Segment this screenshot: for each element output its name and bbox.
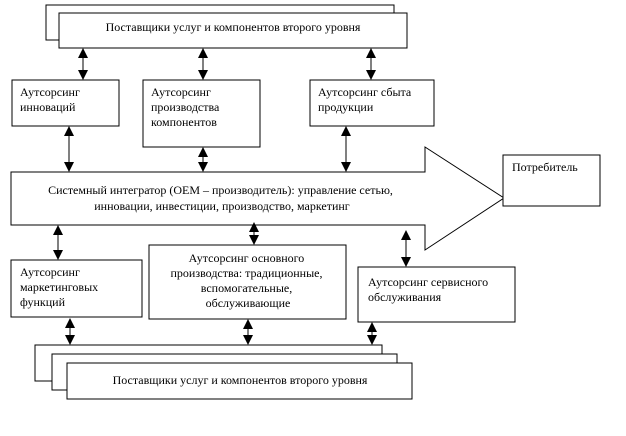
outsourcing-marketing-box [10, 259, 143, 318]
outsourcing-innovation-box [11, 79, 120, 127]
integrator-node: Системный интегратор (OEM – производител… [10, 146, 505, 251]
outsourcing-marketing-line: маркетинговых [20, 280, 98, 294]
double-arrow [243, 319, 253, 345]
outsourcing-marketing-node: Аутсорсинг маркетинговых функций [10, 259, 143, 318]
double-arrow [65, 318, 75, 345]
outsourcing-main-production-label: Аутсорсинг основного производства: тради… [171, 251, 326, 310]
outsourcing-components-line: производства [151, 100, 220, 114]
double-arrow [78, 48, 88, 80]
outsourcing-marketing-label: Аутсорсинг маркетинговых функций [20, 265, 101, 309]
connectors [53, 48, 411, 345]
top-suppliers-stack: Поставщики услуг и компонентов второго у… [45, 4, 408, 49]
double-arrow [53, 225, 63, 260]
outsourcing-marketing-line: функций [20, 295, 66, 309]
integrator-arrow-shape [10, 146, 505, 251]
consumer-box [502, 154, 601, 207]
outsourcing-innovation-line: инноваций [20, 100, 76, 114]
outsourcing-innovation-line: Аутсорсинг [20, 85, 80, 99]
double-arrow [249, 222, 259, 245]
consumer-node: Потребитель [502, 154, 601, 207]
bottom-suppliers-box [66, 362, 413, 400]
double-arrow [367, 322, 377, 345]
double-arrow [341, 126, 351, 172]
double-arrow [64, 126, 74, 172]
outsourcing-main-production-box [148, 244, 347, 320]
outsourcing-main-production-line: обслуживающие [206, 296, 291, 310]
consumer-label: Потребитель [512, 160, 578, 174]
outsourcing-main-production-node: Аутсорсинг основного производства: тради… [148, 244, 347, 320]
integrator-label: Системный интегратор (OEM – производител… [48, 183, 396, 213]
top-suppliers-box [58, 12, 408, 49]
outsourcing-service-line: обслуживания [368, 290, 442, 304]
double-arrow [198, 147, 208, 172]
outsourcing-service-label: Аутсорсинг сервисного обслуживания [368, 275, 491, 304]
outsourcing-components-line: Аутсорсинг [151, 85, 211, 99]
outsourcing-sales-node: Аутсорсинг сбыта продукции [309, 79, 435, 127]
outsourcing-marketing-line: Аутсорсинг [20, 265, 80, 279]
double-arrow [401, 230, 411, 267]
outsourcing-service-line: Аутсорсинг сервисного [368, 275, 488, 289]
outsourcing-components-node: Аутсорсинг производства компонентов [142, 79, 261, 148]
outsourcing-service-box [357, 266, 516, 323]
outsourcing-innovation-label: Аутсорсинг инноваций [20, 85, 83, 114]
outsourcing-main-production-line: вспомогательные, [201, 281, 293, 295]
outsourcing-sales-label: Аутсорсинг сбыта продукции [318, 85, 414, 114]
outsourcing-components-box [142, 79, 261, 148]
outsourcing-main-production-line: Аутсорсинг основного [189, 251, 305, 265]
outsourcing-main-production-line: производства: традиционные, [171, 266, 323, 280]
outsourcing-sales-line: продукции [318, 100, 374, 114]
integrator-line: инновации, инвестиции, производство, мар… [94, 199, 350, 213]
integrator-line: Системный интегратор (OEM – производител… [48, 183, 393, 197]
bottom-suppliers-label: Поставщики услуг и компонентов второго у… [113, 373, 368, 387]
outsourcing-service-node: Аутсорсинг сервисного обслуживания [357, 266, 516, 323]
outsourcing-components-label: Аутсорсинг производства компонентов [151, 85, 222, 129]
double-arrow [198, 48, 208, 80]
outsourcing-sales-box [309, 79, 435, 127]
outsourcing-innovation-node: Аутсорсинг инноваций [11, 79, 120, 127]
bottom-suppliers-stack: Поставщики услуг и компонентов второго у… [34, 344, 413, 400]
top-suppliers-label: Поставщики услуг и компонентов второго у… [106, 20, 361, 34]
outsourcing-components-line: компонентов [151, 115, 217, 129]
outsourcing-sales-line: Аутсорсинг сбыта [318, 85, 412, 99]
double-arrow [366, 48, 376, 80]
